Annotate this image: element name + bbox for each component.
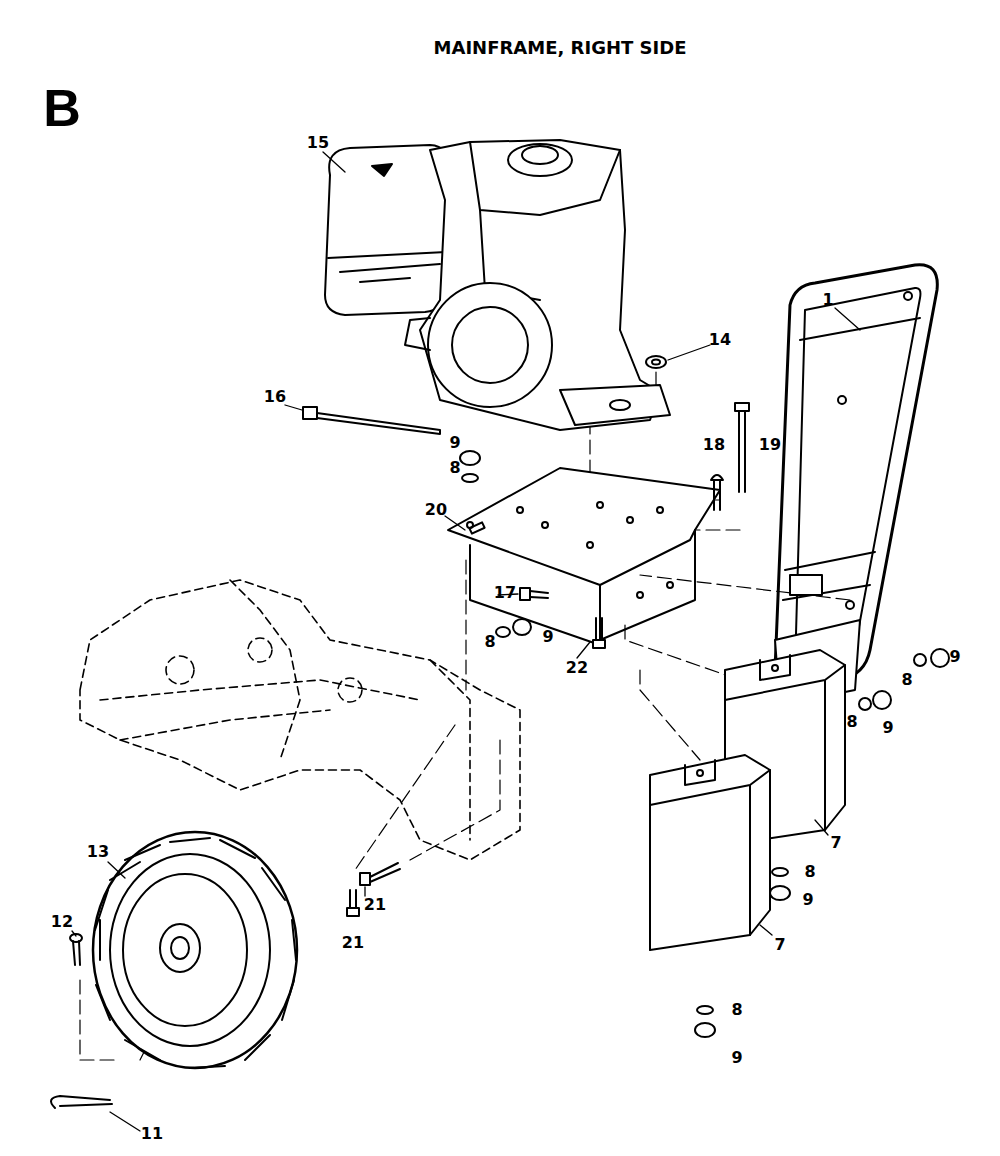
callout-number: 18 bbox=[703, 437, 725, 453]
callout-number: 17 bbox=[494, 585, 516, 601]
callout-number: 13 bbox=[87, 844, 109, 860]
callout-number: 22 bbox=[566, 660, 588, 676]
callout-number: 21 bbox=[364, 897, 386, 913]
callout-number: 8 bbox=[804, 864, 815, 880]
callout-number: 7 bbox=[830, 835, 841, 851]
section-letter: B bbox=[43, 82, 81, 134]
callout-number: 1 bbox=[822, 292, 833, 308]
callout-number: 7 bbox=[774, 937, 785, 953]
callout-number: 8 bbox=[484, 634, 495, 650]
callout-number: 9 bbox=[731, 1050, 742, 1066]
callout-number: 9 bbox=[542, 629, 553, 645]
callout-number: 9 bbox=[449, 435, 460, 451]
callout-number: 9 bbox=[949, 649, 960, 665]
callout-number: 8 bbox=[846, 714, 857, 730]
callout-number: 12 bbox=[51, 914, 73, 930]
callout-number: 8 bbox=[449, 460, 460, 476]
callout-number: 11 bbox=[141, 1126, 163, 1142]
callout-number: 14 bbox=[709, 332, 731, 348]
callout-number: 9 bbox=[802, 892, 813, 908]
callout-number: 19 bbox=[759, 437, 781, 453]
callout-number: 9 bbox=[882, 720, 893, 736]
callout-number: 15 bbox=[307, 135, 329, 151]
diagram-title: MAINFRAME, RIGHT SIDE bbox=[434, 39, 687, 57]
callout-number: 16 bbox=[264, 389, 286, 405]
callout-number: 8 bbox=[731, 1002, 742, 1018]
callout-number: 20 bbox=[425, 502, 447, 518]
callout-number: 21 bbox=[342, 935, 364, 951]
callout-number: 8 bbox=[901, 672, 912, 688]
